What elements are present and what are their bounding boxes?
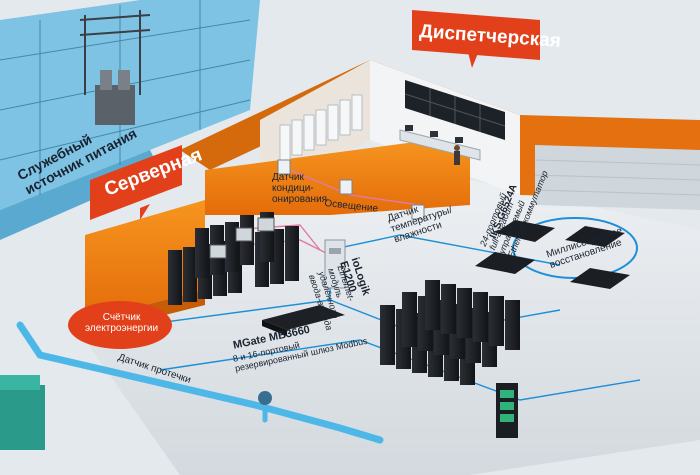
generator — [0, 375, 45, 450]
rack-monitors — [209, 217, 275, 259]
server-racks-right — [380, 280, 520, 385]
control-room — [279, 80, 506, 165]
valve — [258, 391, 272, 405]
recovery-ring — [475, 217, 638, 289]
substation-area — [0, 0, 260, 240]
control-room-sign-board — [412, 10, 540, 68]
iologik-device — [324, 239, 346, 289]
energy-meter-badge — [68, 301, 172, 349]
energy-meter-label: Счётчик электроэнергии — [85, 312, 159, 335]
conditioning-sensor-label: Датчик кондици- онирования — [272, 172, 328, 206]
iks-switch-device — [496, 383, 518, 438]
server-room-sign-board — [90, 145, 182, 220]
mgate-device — [262, 305, 345, 336]
wall-sensors — [277, 159, 425, 220]
